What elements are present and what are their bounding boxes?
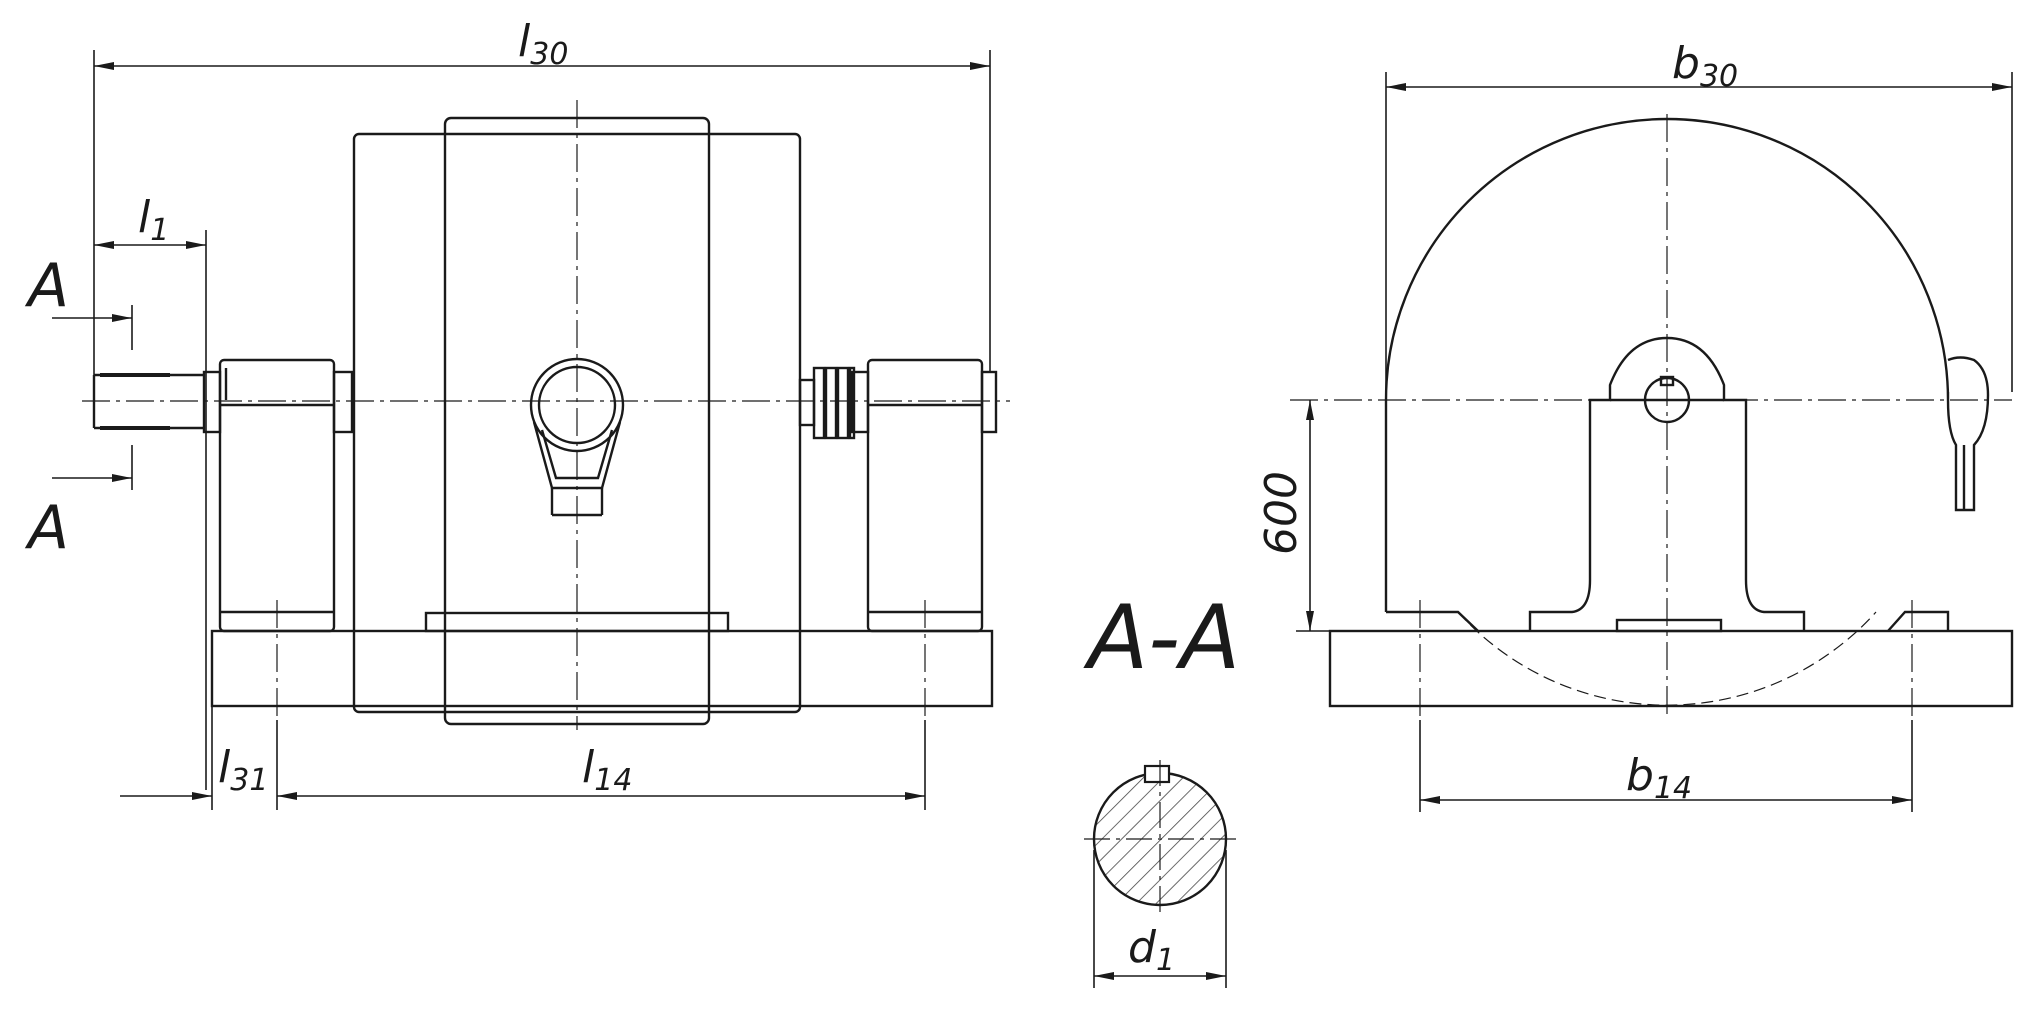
side-view [1328,117,2014,708]
side-view-dimensions [1296,72,2013,812]
front-view-labels: l30 l1 l31 l14 A A [24,16,632,798]
base-plate [210,629,994,708]
label-600: 600 [1256,471,1307,555]
label-b14: b14 [1626,750,1692,806]
label-b30: b30 [1672,38,1738,94]
side-lever [1946,356,1990,512]
keyway [1143,764,1171,784]
lever-hub [529,357,625,453]
left-bearing-block [218,358,336,633]
label-l14: l14 [582,742,632,798]
front-view-dimensions [52,50,991,810]
side-view-labels: b30 b14 600 [1256,38,1738,806]
front-view-hidden-lines [353,631,801,706]
label-l1: l1 [138,192,169,248]
shaft-section: d1 A-A [1083,586,1240,988]
side-view-centerlines [1290,114,2012,720]
right-bearing-block [866,358,984,633]
section-mark-bottom: A [24,493,69,563]
section-title: A-A [1083,586,1240,689]
coupling [798,378,816,427]
section-mark-top: A [24,251,69,321]
front-view-centerlines [82,100,1010,730]
label-l31: l31 [218,742,268,798]
front-view [92,116,998,726]
side-base-plate [1328,629,2014,708]
label-l30: l30 [518,16,568,72]
label-d1: d1 [1128,922,1175,978]
